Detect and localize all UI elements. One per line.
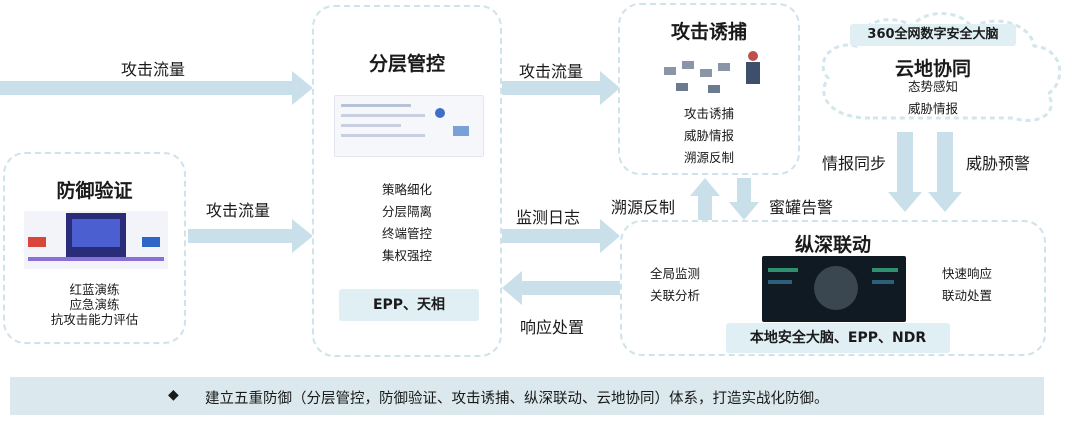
deep-linkage-image <box>762 256 906 322</box>
flow-label-response: 响应处置 <box>520 318 585 337</box>
flow-label-honeypot-alert: 蜜罐告警 <box>769 198 834 217</box>
defense-verification-panel: 防御验证 红蓝演练 应急演练 抗攻击能力评估 <box>3 152 186 344</box>
defense-verification-title: 防御验证 <box>56 180 133 202</box>
layered-control-item-2: 分层隔离 <box>381 204 432 219</box>
deep-linkage-badge: 本地安全大脑、EPP、NDR <box>726 323 950 353</box>
flow-label-attack-traffic-mid: 攻击流量 <box>206 201 271 220</box>
summary-text: 建立五重防御（分层管控，防御验证、攻击诱捕、纵深联动、云地协同）体系，打造实战化… <box>205 391 829 407</box>
layered-control-item-4: 集权强控 <box>381 248 432 263</box>
attack-trap-item-3: 溯源反制 <box>683 150 734 165</box>
attack-trap-item-2: 威胁情报 <box>683 128 734 143</box>
deep-linkage-right-item-1: 快速响应 <box>942 266 993 281</box>
deep-linkage-right-item-2: 联动处置 <box>942 288 993 303</box>
flow-label-monitor-log: 监测日志 <box>516 208 581 227</box>
arrow-attack-traffic-top <box>0 71 313 105</box>
attack-trap-title: 攻击诱捕 <box>670 21 747 43</box>
arrow-response <box>502 271 620 305</box>
arrow-intel-sync <box>888 132 922 212</box>
layered-control-badge: EPP、天相 <box>339 289 479 321</box>
cloud-collab-title: 云地协同 <box>894 58 971 80</box>
attack-trap-image <box>656 49 768 99</box>
defense-verification-item-2: 应急演练 <box>69 297 120 312</box>
arrow-trace-back <box>690 178 720 222</box>
defense-verification-image <box>24 211 168 269</box>
cloud-header-badge <box>850 24 1016 46</box>
arrow-threat-warning <box>928 132 962 212</box>
diamond-bullet-icon: ◆ <box>168 387 179 403</box>
cloud-collab-item-1: 态势感知 <box>907 79 958 94</box>
layered-control-item-1: 策略细化 <box>381 182 432 197</box>
summary-banner: ◆ 建立五重防御（分层管控，防御验证、攻击诱捕、纵深联动、云地协同）体系，打造实… <box>10 377 1044 415</box>
arrow-honeypot-alert <box>729 178 759 220</box>
flow-label-attack-traffic-top: 攻击流量 <box>121 60 186 79</box>
arrow-attack-traffic-right <box>502 71 620 105</box>
defense-verification-item-3: 抗攻击能力评估 <box>50 312 139 327</box>
deep-linkage-panel: 纵深联动 全局监测 关联分析 快速响应 联动处置 本地安全大脑、EPP、NDR <box>620 220 1046 356</box>
flow-label-threat-warning: 威胁预警 <box>966 154 1031 173</box>
arrow-monitor-log <box>502 219 620 253</box>
deep-linkage-left-item-1: 全局监测 <box>650 266 701 281</box>
flow-label-attack-traffic-right: 攻击流量 <box>519 62 584 81</box>
deep-linkage-title: 纵深联动 <box>794 234 871 256</box>
layered-control-item-3: 终端管控 <box>381 226 432 241</box>
layered-control-image <box>334 95 484 157</box>
attack-trap-panel: 攻击诱捕 攻击诱捕 威胁情报 溯源反制 <box>618 3 800 175</box>
layered-control-panel: 分层管控 策略细化 分层隔离 终端管控 集权强控 EPP、天相 <box>312 5 502 357</box>
deep-linkage-left-item-2: 关联分析 <box>650 288 701 303</box>
arrow-attack-traffic-mid <box>188 219 313 253</box>
cloud-header: 360全网数字安全大脑 <box>867 27 999 42</box>
flow-label-intel-sync: 情报同步 <box>822 154 887 173</box>
cloud-collab-item-2: 威胁情报 <box>907 101 958 116</box>
defense-verification-item-1: 红蓝演练 <box>69 282 120 297</box>
attack-trap-item-1: 攻击诱捕 <box>683 106 734 121</box>
flow-label-trace-back: 溯源反制 <box>611 198 676 217</box>
layered-control-title: 分层管控 <box>368 53 445 75</box>
